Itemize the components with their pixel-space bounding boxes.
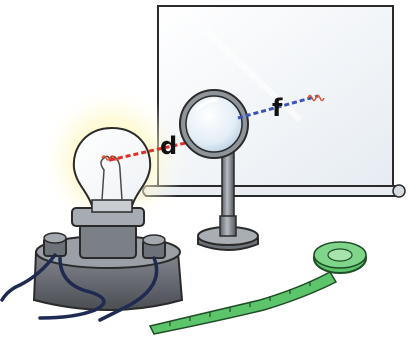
label-f: f [272,94,283,122]
terminal-knob-right [143,235,165,258]
magnifying-lens [180,90,248,158]
terminal-knob-left [44,233,66,256]
label-d: d [160,132,177,160]
tape-measure [150,242,366,334]
screen-ledge [143,186,402,196]
lamp-stand [34,208,182,310]
